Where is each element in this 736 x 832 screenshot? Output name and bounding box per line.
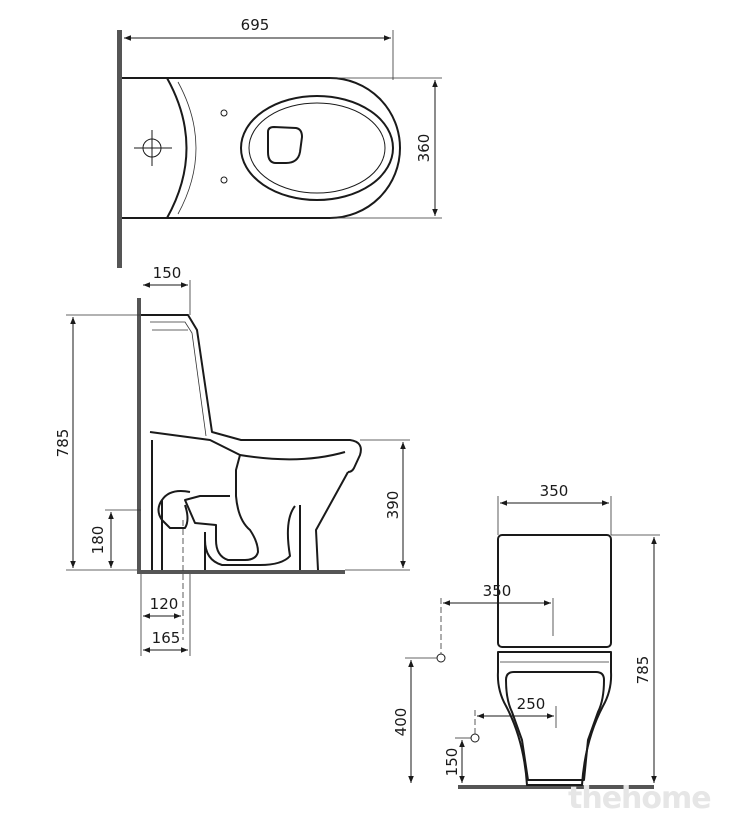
top-view-fixing-hole-bottom [220,176,228,184]
top-view-seat [240,95,394,201]
top-view-inlet-symbol [134,130,172,166]
side-view-bowl-outer [315,471,349,571]
front-view-bowl [496,651,613,786]
side-view-tank [141,314,362,473]
top-view-bowl-water [267,126,303,164]
top-view-fixing-hole-top [220,109,228,117]
dim-label-120: 120 [150,595,179,613]
top-view: 695 360 [117,16,442,268]
dim-label-390: 390 [384,491,402,520]
side-view-trapway-inner [204,505,296,566]
dim-label-695: 695 [241,16,270,34]
front-view-inlet-lower [470,733,480,743]
top-view-tank-lid [166,77,188,219]
side-view: 150 785 390 180 120 165 [54,264,410,656]
dim-label-250: 250 [517,695,546,713]
side-view-wall [137,298,141,574]
dim-label-360: 360 [415,134,433,163]
top-view-outline [122,77,401,219]
side-view-trapway [149,431,259,561]
dim-label-785-side: 785 [54,429,72,458]
dim-label-785-front: 785 [634,656,652,685]
dim-label-150-tank: 150 [153,264,182,282]
side-view-floor [137,570,345,574]
watermark-logo: thehome [568,781,711,816]
front-view-floor [458,785,654,789]
dim-label-350-inlet: 350 [483,582,512,600]
dim-label-350-tank: 350 [540,482,569,500]
front-view-inlet-upper [436,653,446,663]
dim-label-180: 180 [89,526,107,555]
side-view-bowl-rim [239,451,346,461]
front-view: 350 350 785 400 150 250 [392,482,660,789]
dim-label-165: 165 [152,629,181,647]
dim-label-150-front: 150 [443,748,461,777]
side-view-base [151,440,301,570]
top-view-tank-lid-inner [177,81,197,215]
dim-label-400: 400 [392,708,410,737]
top-view-wall [117,30,122,268]
side-view-outlet [157,499,189,529]
front-view-seat [505,671,605,781]
top-view-bowl-opening [248,102,386,194]
front-view-tank [497,534,612,648]
side-view-tank-inner [150,321,207,437]
